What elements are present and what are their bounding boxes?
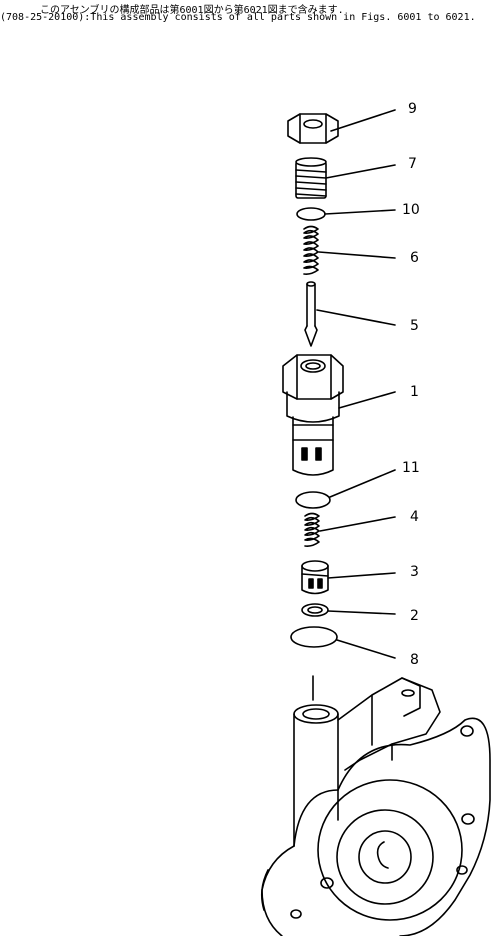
leader-1	[338, 391, 396, 409]
part-6-spring	[303, 225, 319, 275]
callout-5: 5	[410, 318, 419, 334]
leader-7	[325, 164, 396, 179]
part-11-o-ring	[295, 491, 331, 509]
callout-8: 8	[410, 652, 419, 668]
part-8-o-ring	[290, 626, 338, 648]
callout-10: 10	[402, 202, 420, 218]
leader-11	[329, 469, 396, 498]
header-english: (708-25-20100):This assembly consists of…	[0, 12, 476, 23]
part-5-needle	[304, 281, 318, 347]
callout-11: 11	[402, 460, 420, 476]
part-4-spring	[304, 512, 320, 547]
callout-1: 1	[410, 384, 419, 400]
leader-5	[316, 309, 396, 326]
callout-9: 9	[408, 101, 417, 117]
part-2-washer	[301, 603, 329, 617]
callout-6: 6	[410, 250, 419, 266]
part-1-valve-body	[282, 354, 344, 476]
leader-6	[318, 251, 396, 259]
part-7-plug	[295, 157, 327, 199]
leader-2	[327, 610, 396, 615]
part-10-o-ring	[296, 207, 326, 221]
leader-9	[330, 109, 396, 132]
callout-7: 7	[408, 156, 417, 172]
header-japanese: このアセンブリの構成部品は第6001図から第6021図まで含みます.	[40, 5, 344, 16]
part-3-seat	[301, 560, 329, 595]
part-9-nut	[287, 113, 339, 144]
leader-8	[336, 639, 396, 659]
leader-4	[319, 516, 396, 532]
callout-2: 2	[410, 608, 419, 624]
callout-3: 3	[410, 564, 419, 580]
pump-housing	[260, 677, 491, 936]
leader-3	[327, 572, 396, 579]
callout-4: 4	[410, 509, 419, 525]
leader-10	[324, 209, 396, 215]
